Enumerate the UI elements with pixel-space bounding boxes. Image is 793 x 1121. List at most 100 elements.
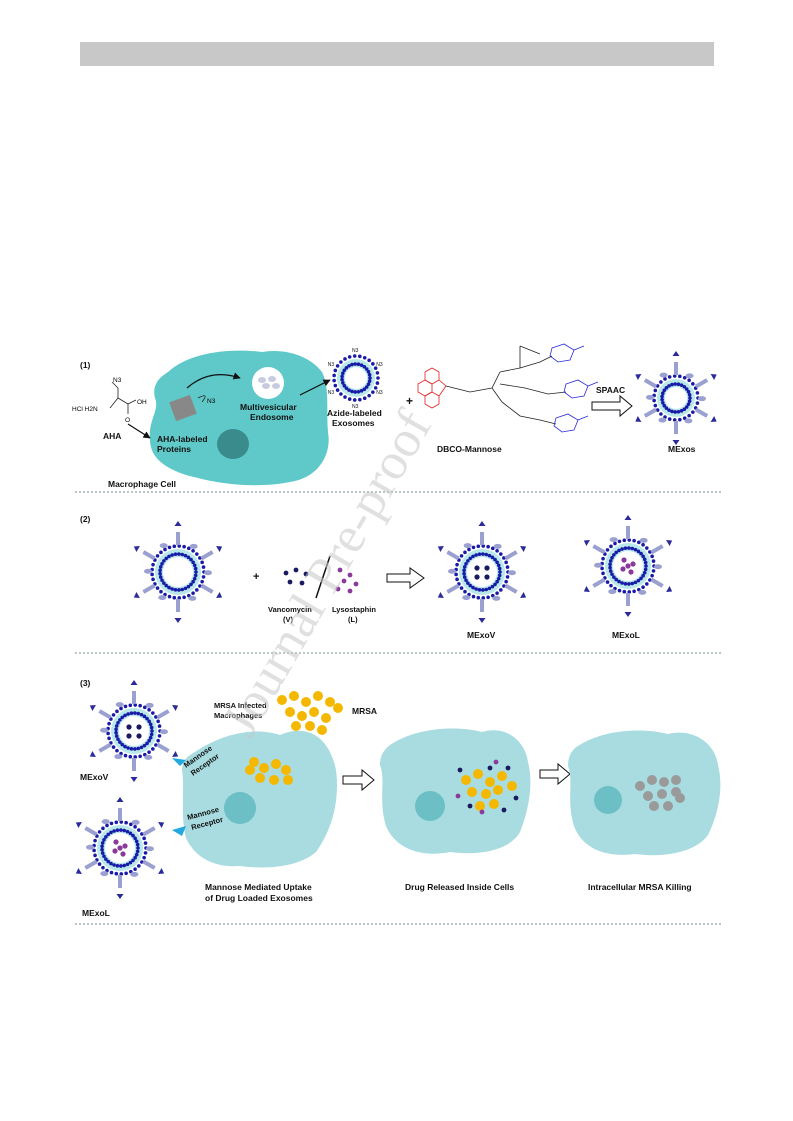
azide-tag: N3 bbox=[376, 362, 383, 368]
lipid-head-outer bbox=[371, 390, 375, 394]
lipid-head-outer bbox=[667, 417, 672, 421]
lipid-head-outer bbox=[371, 362, 375, 366]
lipid-head-inner bbox=[636, 578, 641, 583]
targeting-triangle bbox=[174, 618, 182, 623]
lipid-head-outer bbox=[632, 589, 636, 594]
lipid-head-outer bbox=[177, 544, 182, 548]
lipid-head-inner bbox=[676, 409, 681, 414]
aha-n3-label: N3 bbox=[113, 377, 122, 384]
targeting-triangle bbox=[75, 821, 82, 829]
targeting-triangle bbox=[172, 704, 179, 712]
lipid-head-inner bbox=[139, 745, 144, 750]
lipid-head-outer bbox=[124, 871, 128, 876]
section2-number: (2) bbox=[80, 514, 91, 524]
surface-protein bbox=[203, 570, 212, 576]
targeting-triangle bbox=[437, 545, 444, 553]
lipid-head-inner bbox=[104, 857, 108, 861]
surface-protein bbox=[492, 595, 501, 601]
lipid-head-outer bbox=[622, 589, 627, 594]
lipid-head-outer bbox=[362, 355, 367, 360]
targeting-triangle bbox=[174, 521, 182, 526]
mannose-stalk bbox=[200, 583, 214, 594]
lipid-head-inner bbox=[667, 384, 671, 388]
lipid-head-outer bbox=[156, 738, 160, 743]
surface-protein bbox=[130, 871, 139, 877]
mexos-exosome bbox=[635, 351, 717, 445]
lipid-head-inner bbox=[147, 738, 151, 743]
lipid-head-inner bbox=[135, 842, 140, 847]
lipid-head-inner bbox=[119, 828, 123, 832]
lipid-head-outer bbox=[333, 368, 338, 373]
lipid-head-outer bbox=[93, 838, 97, 843]
lipid-head-inner bbox=[170, 553, 174, 557]
surface-protein bbox=[685, 373, 694, 379]
vancomycin-dot bbox=[474, 574, 480, 580]
lipid-head-inner bbox=[464, 578, 468, 583]
mexol-label-s3: MExoL bbox=[82, 908, 110, 918]
lipid-head-inner bbox=[688, 396, 692, 400]
lipid-head-outer bbox=[651, 559, 656, 563]
lipid-head-outer bbox=[159, 589, 163, 594]
lipid-head-outer bbox=[107, 736, 111, 741]
lipid-head-outer bbox=[105, 823, 109, 828]
targeting-triangle bbox=[666, 585, 673, 593]
lipid-head-outer bbox=[687, 378, 691, 383]
lipid-head-outer bbox=[142, 855, 146, 860]
lipid-head-inner bbox=[109, 861, 113, 866]
endosome-label-line1: Multivesicular bbox=[240, 402, 297, 412]
lipid-head-outer bbox=[172, 595, 177, 600]
mrsa-bacterium bbox=[291, 721, 301, 731]
mexol-label-s2: MExoL bbox=[612, 630, 640, 640]
mannose-receptor-icon-1 bbox=[172, 758, 186, 766]
mannose-stalk bbox=[142, 583, 156, 594]
lipid-head-outer bbox=[138, 703, 142, 708]
surface-protein bbox=[462, 595, 471, 601]
lipid-head-inner bbox=[192, 576, 197, 581]
lipid-head-inner bbox=[186, 584, 191, 589]
lipid-head-inner bbox=[682, 384, 687, 389]
lipid-head-inner bbox=[350, 389, 354, 394]
lipid-head-inner bbox=[614, 550, 619, 555]
lipid-head-inner bbox=[112, 863, 116, 867]
surface-protein bbox=[100, 871, 109, 877]
lipid-head-outer bbox=[129, 822, 133, 827]
surface-protein bbox=[594, 562, 603, 568]
lipid-head-inner bbox=[462, 565, 467, 569]
lipid-head-inner bbox=[134, 839, 139, 844]
lipid-head-outer bbox=[622, 538, 627, 543]
lipid-head-outer bbox=[191, 591, 195, 595]
lipid-head-inner bbox=[102, 854, 106, 859]
lipid-head-inner bbox=[149, 725, 154, 730]
lipid-head-outer bbox=[333, 383, 338, 388]
targeting-triangle bbox=[116, 797, 124, 802]
lipid-head-outer bbox=[667, 375, 672, 379]
lipid-head-inner bbox=[167, 554, 171, 559]
lipid-head-inner bbox=[495, 560, 499, 565]
lipid-head-outer bbox=[142, 836, 146, 841]
lipid-head-outer bbox=[101, 865, 105, 870]
vancomycin-dot bbox=[136, 724, 142, 730]
surface-protein bbox=[653, 564, 662, 570]
lipid-head-outer bbox=[347, 355, 352, 359]
lipid-head-outer bbox=[601, 571, 605, 576]
lipid-head-outer bbox=[143, 705, 147, 710]
targeting-triangle bbox=[130, 777, 138, 782]
released-lysostaphin bbox=[479, 809, 485, 815]
lipid-head-inner bbox=[670, 382, 674, 387]
lipid-head-inner bbox=[193, 573, 198, 578]
targeting-triangle bbox=[478, 618, 486, 623]
lipid-head-outer bbox=[182, 595, 186, 600]
lipid-head-inner bbox=[687, 392, 692, 397]
lipid-head-outer bbox=[124, 820, 128, 825]
lipid-head-inner bbox=[481, 552, 485, 556]
killed-mrsa bbox=[657, 789, 667, 799]
aha-protein-icon bbox=[169, 394, 197, 422]
mannose-stalk bbox=[643, 378, 658, 389]
lipid-head-outer bbox=[133, 755, 138, 759]
lipid-head-inner bbox=[180, 587, 185, 592]
surface-protein bbox=[145, 846, 154, 852]
lipid-head-inner bbox=[160, 561, 164, 566]
header-bar bbox=[80, 42, 714, 66]
section1-number: (1) bbox=[80, 360, 91, 370]
lipid-head-outer bbox=[463, 550, 467, 555]
